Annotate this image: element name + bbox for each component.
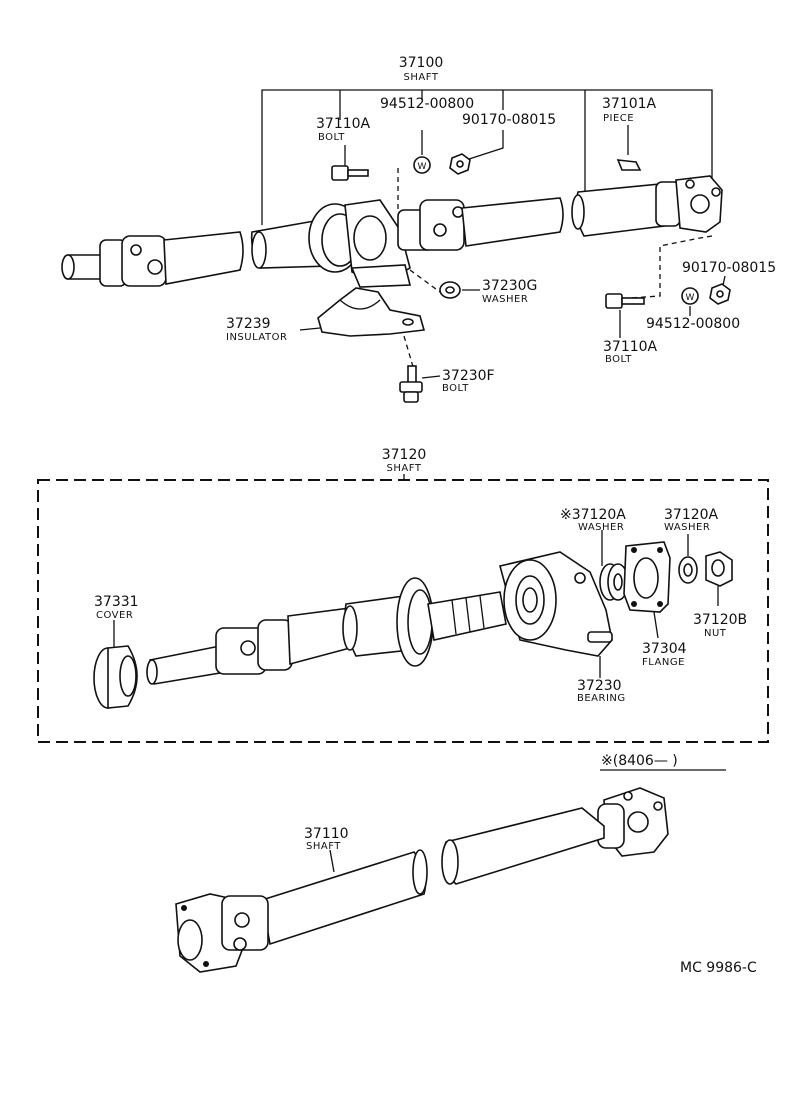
part-number-37110: 37110: [304, 826, 349, 842]
part-name-37120A: WASHER: [664, 522, 710, 533]
part-name-37120B: NUT: [704, 628, 727, 639]
bottom-front-yoke: [175, 893, 269, 973]
assembly-37120-dashed-box: [37, 479, 769, 743]
part-number-94512-top: 94512-00800: [380, 96, 474, 112]
callout-37230: 37230 BEARING: [577, 678, 626, 704]
callout-37100: 37100 SHAFT: [399, 55, 444, 83]
part-name-37110: SHAFT: [306, 841, 341, 852]
callout-37230F: 37230F BOLT: [442, 368, 495, 394]
part-name-37230F: BOLT: [442, 383, 469, 394]
center-u-joint: [397, 199, 465, 251]
part-number-90170-top: 90170-08015: [462, 112, 556, 128]
part-number-37230: 37230: [577, 678, 622, 694]
bearing-37230: [499, 551, 613, 657]
leader-37100: [261, 89, 713, 225]
leader-37304: [653, 611, 659, 639]
dash-bolt-37230F: [403, 335, 415, 371]
nut-37120B: [705, 551, 733, 587]
assembly-37100: W: [61, 89, 731, 403]
leader-37230F: [421, 375, 441, 379]
part-name-37331: COVER: [96, 610, 133, 621]
callout-37304: 37304 FLANGE: [642, 641, 687, 668]
rear-short-tube: [461, 197, 564, 247]
middle-flange-disk: [396, 577, 434, 667]
front-yoke: [61, 235, 167, 287]
callout-37120: 37120 SHAFT: [382, 447, 427, 474]
part-name-37100: SHAFT: [404, 72, 439, 83]
washer-37230G: [439, 281, 461, 299]
rear-yoke: [655, 175, 723, 233]
part-name-37110A-top: BOLT: [318, 132, 345, 143]
nut-90170-right: [709, 283, 731, 305]
bolt-37110A-top: [331, 165, 369, 181]
piece-37101A: [616, 159, 642, 171]
assembly-37120: [37, 474, 769, 743]
callout-37110: 37110 SHAFT: [304, 826, 349, 852]
bottom-rear-yoke: [597, 787, 669, 857]
part-number-37239: 37239: [226, 316, 271, 332]
rear-long-tube: [575, 183, 665, 237]
drawing-code: MC 9986-C: [680, 960, 757, 976]
dash-washer-37230G: [409, 269, 441, 293]
flange-37304: [623, 541, 671, 613]
washer-94512-top: W: [413, 156, 431, 174]
bottom-tube-rear: [441, 807, 605, 885]
part-number-37230F: 37230F: [442, 368, 495, 384]
bolt-37230F: [399, 365, 423, 403]
part-number-37100: 37100: [399, 55, 444, 71]
part-name-37304: FLANGE: [642, 657, 685, 668]
part-number-37120A-star: ※37120A: [560, 507, 626, 523]
part-number-37120B: 37120B: [693, 612, 747, 628]
part-name-37110A-right: BOLT: [605, 354, 632, 365]
bolt-37110A-right: [605, 293, 645, 309]
callout-37239: 37239 INSULATOR: [226, 316, 287, 343]
part-name-37120A-star: WASHER: [578, 522, 624, 533]
leader-90170-top: [465, 130, 504, 161]
cover-37331: [93, 645, 138, 709]
date-note: ※(8406— ): [601, 753, 678, 769]
part-number-37110A-right: 37110A: [603, 339, 658, 355]
part-name-37239: INSULATOR: [226, 332, 287, 343]
part-name-37120: SHAFT: [387, 463, 422, 474]
callout-37101A: 37101A PIECE: [602, 96, 657, 124]
leader-37239: [299, 327, 321, 331]
assembly-37110: [175, 787, 669, 973]
part-number-37101A: 37101A: [602, 96, 657, 112]
part-number-37120A: 37120A: [664, 507, 719, 523]
part-name-37230G: WASHER: [482, 294, 528, 305]
part-number-37230G: 37230G: [482, 278, 537, 294]
part-number-37110A-top: 37110A: [316, 116, 371, 132]
insulator-37239: [317, 287, 426, 337]
front-shaft-tube: [163, 231, 244, 285]
center-support-bearing: [308, 199, 412, 288]
part-number-37120: 37120: [382, 447, 427, 463]
callout-37110A-top: 37110A BOLT: [316, 116, 371, 143]
part-number-94512-right: 94512-00800: [646, 316, 740, 332]
callout-37230G: 37230G WASHER: [482, 278, 537, 305]
callout-37120A-star: ※37120A WASHER: [560, 507, 626, 533]
callout-37120A: 37120A WASHER: [664, 507, 719, 533]
middle-front-yoke: [146, 619, 293, 685]
part-number-90170-right: 90170-08015: [682, 260, 776, 276]
washer-mark-top: W: [418, 162, 427, 172]
dash-right-hardware: [629, 235, 713, 299]
part-number-37331: 37331: [94, 594, 139, 610]
bottom-tube-front: [261, 851, 427, 946]
part-number-37304: 37304: [642, 641, 687, 657]
washer-94512-right: W: [681, 287, 699, 305]
callout-37120B: 37120B NUT: [693, 612, 747, 639]
washer-mark-right: W: [686, 293, 695, 303]
nut-90170-top: [449, 153, 471, 175]
part-name-37101A: PIECE: [603, 113, 634, 124]
callout-37110A-right: 37110A BOLT: [603, 339, 658, 365]
spline-shaft: [427, 591, 507, 641]
washer-37120A-star: [599, 563, 629, 601]
callout-37331: 37331 COVER: [94, 594, 139, 621]
part-name-37230: BEARING: [577, 693, 626, 704]
leader-37110: [329, 849, 335, 873]
washer-37120A: [678, 556, 698, 584]
